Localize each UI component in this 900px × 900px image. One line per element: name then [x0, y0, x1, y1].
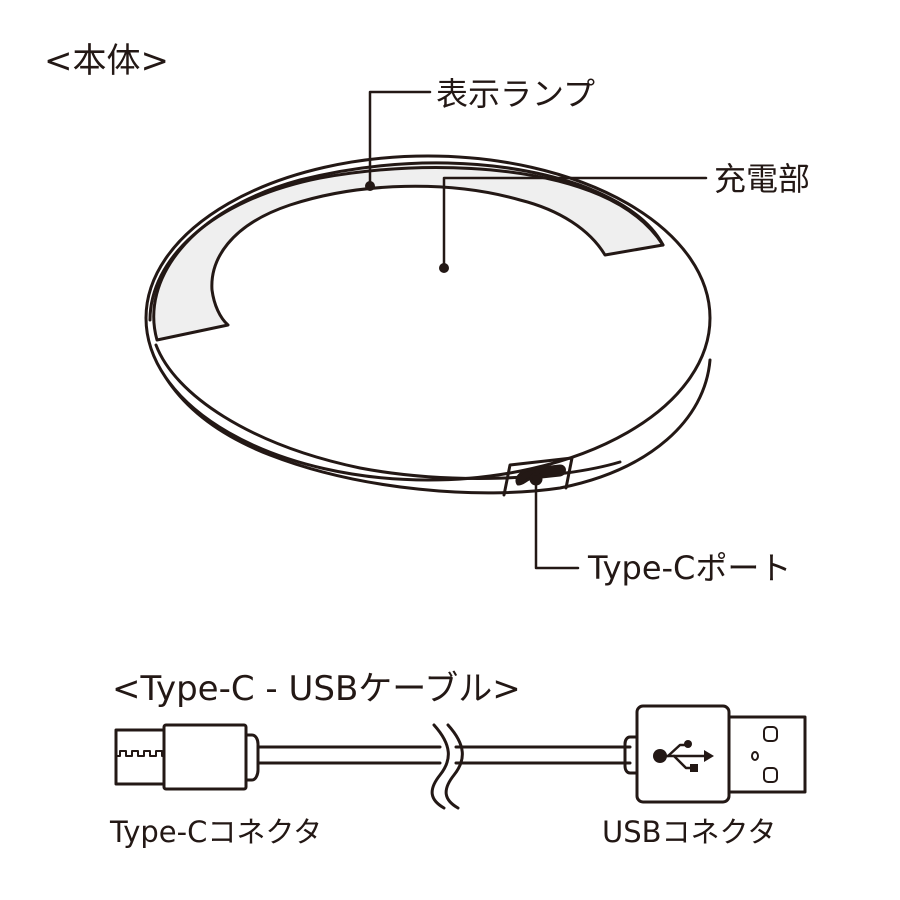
ring-inner-edge — [148, 166, 665, 322]
label-type-c-port: Type-Cポート — [588, 549, 792, 587]
label-usb-connector: USBコネクタ — [602, 815, 777, 849]
usb-trident-icon — [653, 740, 714, 772]
leader-charging-area — [442, 176, 708, 270]
charger-body — [144, 154, 712, 497]
section-title-body: <本体> — [44, 41, 169, 81]
label-charging-area: 充電部 — [714, 160, 811, 198]
usb-plug-tip — [727, 715, 807, 794]
indicator-ring — [152, 161, 665, 342]
type-c-contacts — [115, 750, 165, 757]
section-title-cable: <Type-C - USBケーブル> — [112, 669, 521, 709]
cable-break-mark — [430, 723, 450, 810]
type-c-plug-body — [162, 723, 248, 791]
charger-top-outline — [144, 154, 712, 482]
cable-illustration — [114, 704, 807, 810]
label-indicator-lamp: 表示ランプ — [436, 75, 596, 113]
leader-indicator-lamp — [368, 90, 432, 188]
label-type-c-connector: Type-Cコネクタ — [110, 815, 323, 849]
usb-plug-body — [635, 704, 731, 804]
leader-type-c-port — [534, 480, 580, 570]
leader-lines — [365, 90, 708, 570]
